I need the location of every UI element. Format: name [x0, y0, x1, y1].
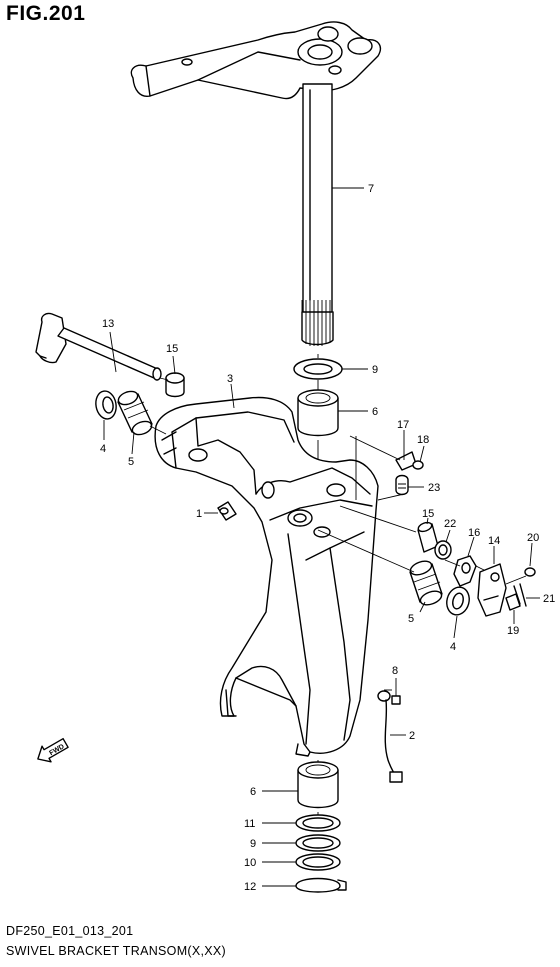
callout-9a: 9 — [372, 364, 378, 376]
callout-3: 3 — [227, 373, 233, 385]
callout-7: 7 — [368, 183, 374, 195]
callout-11: 11 — [244, 818, 255, 830]
spacer-22 — [434, 540, 452, 560]
callouts: 7 13 15 3 9 6 4 5 17 18 23 1 15 — [100, 183, 555, 893]
callout-22: 22 — [444, 518, 456, 530]
callout-13: 13 — [102, 318, 114, 330]
lever-16 — [453, 555, 477, 587]
washer-4-left — [95, 390, 117, 420]
callout-10: 10 — [244, 857, 256, 869]
bushing-bottom — [297, 761, 339, 809]
callout-23: 23 — [428, 482, 440, 494]
bushing-15-right — [417, 521, 439, 553]
pin-20 — [524, 567, 536, 577]
callout-1: 1 — [196, 508, 202, 520]
bushing-15-upper — [165, 372, 185, 398]
washer-11 — [295, 814, 341, 832]
bushing-5-right — [409, 560, 443, 606]
callout-6a: 6 — [372, 406, 378, 418]
callout-4b: 4 — [450, 641, 456, 653]
fwd-arrow: FWD — [37, 737, 69, 763]
center-lines — [149, 354, 527, 815]
drawing-caption: SWIVEL BRACKET TRANSOM(X,XX) — [6, 944, 227, 958]
callout-15a: 15 — [166, 343, 178, 355]
callout-6b: 6 — [250, 786, 256, 798]
bushing-top — [297, 389, 339, 437]
callout-5a: 5 — [128, 456, 134, 468]
bushing-5-left — [117, 390, 153, 436]
bolt-1 — [217, 501, 237, 521]
callout-14: 14 — [488, 535, 500, 547]
callout-16: 16 — [468, 527, 480, 539]
callout-8: 8 — [392, 665, 398, 677]
callout-19: 19 — [507, 625, 519, 637]
thrust-washer-top — [293, 358, 343, 380]
washer-10 — [295, 853, 341, 871]
steering-arm — [130, 21, 382, 100]
pin-19 — [505, 593, 521, 611]
bracket-17-assembly — [395, 451, 424, 496]
callout-15b: 15 — [422, 508, 434, 520]
callout-17: 17 — [397, 419, 409, 431]
callout-9b: 9 — [250, 838, 256, 850]
figure-title: FIG.201 — [6, 2, 86, 25]
callout-2: 2 — [409, 730, 415, 742]
swivel-bracket — [154, 396, 379, 757]
ground-wire — [377, 690, 403, 783]
drawing-code: DF250_E01_013_201 — [6, 924, 134, 938]
callout-18: 18 — [417, 434, 429, 446]
circlip-12 — [295, 877, 347, 893]
callout-4a: 4 — [100, 443, 106, 455]
steering-shaft — [301, 83, 334, 346]
washer-9-bottom — [295, 834, 341, 852]
tilt-pin — [35, 312, 162, 381]
stopper-14 — [477, 563, 507, 617]
callout-12: 12 — [244, 881, 256, 893]
callout-5b: 5 — [408, 613, 414, 625]
washer-4-right — [446, 586, 470, 616]
callout-21: 21 — [543, 593, 555, 605]
callout-20: 20 — [527, 532, 539, 544]
